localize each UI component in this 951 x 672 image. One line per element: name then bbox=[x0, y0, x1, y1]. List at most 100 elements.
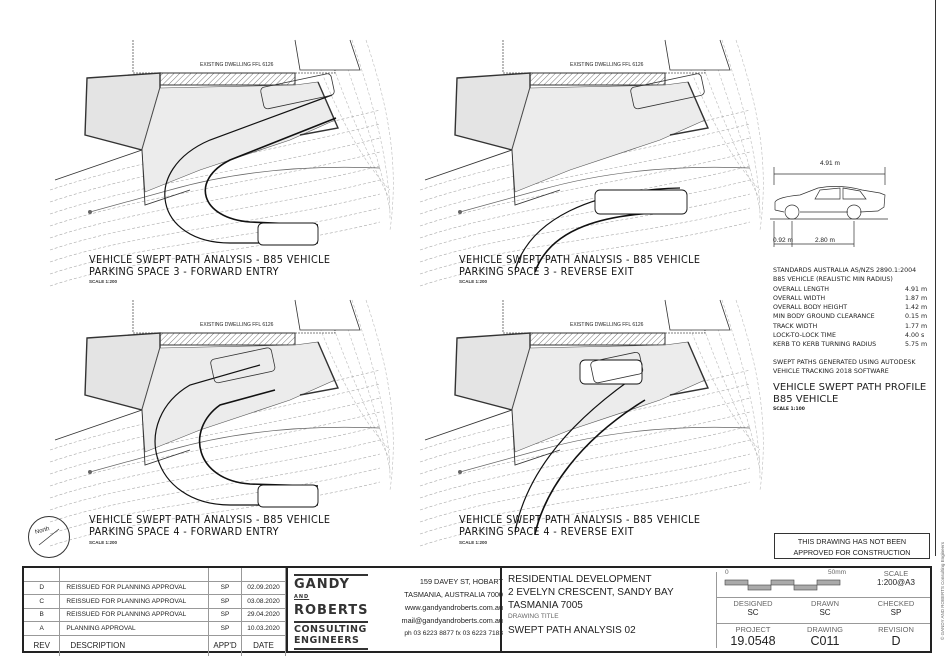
contour-line bbox=[721, 299, 761, 481]
spec-value: 1.87 m bbox=[905, 294, 928, 302]
project-line2: 2 EVELYN CRESCENT, SANDY BAY bbox=[508, 587, 674, 598]
vehicle-profile-drawing bbox=[770, 167, 888, 247]
profile-title-1: VEHICLE SWEPT PATH PROFILE bbox=[773, 382, 927, 394]
deck-hatched bbox=[529, 72, 666, 86]
revision-date: 02.09.2020 bbox=[241, 581, 286, 595]
panel-title-4b: PARKING SPACE 4 - REVERSE EXIT bbox=[459, 526, 635, 538]
logo-sub2: ENGINEERS bbox=[294, 635, 360, 646]
parked-vehicle bbox=[630, 73, 705, 110]
building-label-2: EXISTING DWELLING FFL 6126 bbox=[570, 62, 644, 68]
revision-approved-by: SP bbox=[208, 621, 242, 636]
revision-approved-by: SP bbox=[208, 594, 242, 609]
phone-fax: ph 03 6223 8877 fx 03 6223 7183 bbox=[404, 630, 503, 637]
panel-title-1b: PARKING SPACE 3 - FORWARD ENTRY bbox=[89, 266, 279, 278]
checked-label: CHECKED bbox=[877, 599, 915, 608]
profile-scale: SCALE 1:100 bbox=[773, 407, 805, 413]
rev-header: REV bbox=[24, 635, 61, 656]
site-plan-panel-2 bbox=[419, 39, 764, 287]
vehicle-type: B85 VEHICLE (REALISTIC MIN RADIUS) bbox=[773, 276, 893, 284]
spec-label: OVERALL WIDTH bbox=[773, 294, 826, 302]
contour-line bbox=[49, 221, 381, 287]
project-number: 19.0548 bbox=[730, 634, 776, 648]
contour-line bbox=[49, 369, 381, 451]
vehicle-spec-block: STANDARDS AUSTRALIA AS/NZS 2890.1:2004 B… bbox=[773, 266, 933, 413]
revision-date: 29.04.2020 bbox=[241, 608, 286, 622]
contour-line bbox=[419, 439, 751, 511]
contour-line bbox=[721, 39, 761, 221]
survey-point bbox=[88, 470, 92, 474]
car-body bbox=[774, 186, 886, 213]
drawing-label: DRAWING bbox=[807, 625, 843, 634]
contour-line bbox=[419, 137, 751, 215]
company-address: 159 DAVEY ST, HOBART TASMANIA, AUSTRALIA… bbox=[371, 575, 503, 640]
road-edge-line bbox=[89, 426, 381, 473]
site-plans bbox=[49, 39, 764, 547]
contour-line bbox=[351, 39, 391, 221]
building-wing bbox=[294, 39, 361, 71]
revision-value: D bbox=[891, 634, 901, 648]
address-line1: 159 DAVEY ST, HOBART bbox=[419, 577, 503, 586]
building-wing bbox=[294, 299, 361, 331]
panel-title-3b: PARKING SPACE 4 - FORWARD ENTRY bbox=[89, 526, 279, 538]
contour-line bbox=[49, 397, 381, 475]
designed-label: DESIGNED bbox=[733, 599, 773, 608]
checked-value: SP bbox=[890, 608, 902, 617]
revision-code: A bbox=[24, 621, 61, 636]
spec-row: OVERALL WIDTH 1.87 m bbox=[773, 294, 933, 303]
revision-description: REISSUED FOR PLANNING APPROVAL bbox=[59, 581, 210, 595]
parked-vehicle bbox=[210, 347, 276, 384]
contour-line bbox=[419, 467, 751, 535]
approval-note-line1: THIS DRAWING HAS NOT BEEN bbox=[797, 537, 907, 546]
building-label-3: EXISTING DWELLING FFL 6126 bbox=[200, 322, 274, 328]
deck-hatched bbox=[529, 332, 666, 346]
drawn-value: SC bbox=[819, 608, 831, 617]
boundary-line bbox=[54, 149, 191, 206]
project-info: RESIDENTIAL DEVELOPMENT 2 EVELYN CRESCEN… bbox=[508, 573, 674, 637]
retaining-wall bbox=[669, 341, 709, 396]
spec-label: KERB TO KERB TURNING RADIUS bbox=[773, 341, 877, 349]
car-windows bbox=[814, 187, 867, 200]
revision-code: C bbox=[24, 594, 61, 609]
revision-description: REISSUED FOR PLANNING APPROVAL bbox=[59, 594, 210, 609]
contour-line bbox=[419, 207, 751, 275]
swept-path-outer bbox=[154, 364, 318, 506]
contour-line bbox=[735, 299, 764, 491]
contour-line bbox=[49, 439, 381, 511]
revision-description: REISSUED FOR PLANNING APPROVAL bbox=[59, 608, 210, 622]
spec-value: 4.00 s bbox=[905, 332, 925, 340]
contour-line bbox=[49, 207, 381, 275]
logo-sub1: CONSULTING bbox=[294, 624, 367, 635]
vehicle-outline bbox=[257, 484, 319, 508]
revision-description: PLANNING APPROVAL bbox=[59, 621, 210, 636]
scale-bar bbox=[724, 579, 841, 591]
panel-title-4a: VEHICLE SWEPT PATH ANALYSIS - B85 VEHICL… bbox=[459, 514, 701, 526]
drawing-number: C011 bbox=[810, 634, 840, 648]
parked-vehicle bbox=[260, 73, 335, 110]
contour-line bbox=[49, 383, 381, 463]
deck-hatched bbox=[159, 72, 296, 86]
contour-line bbox=[49, 179, 381, 251]
site-plan-panel-1 bbox=[49, 39, 394, 287]
scale-bar-start: 0 bbox=[725, 569, 729, 576]
vehicle-outline bbox=[257, 222, 319, 246]
spec-label: OVERALL LENGTH bbox=[773, 285, 830, 293]
panel-scale-4: SCALE 1:200 bbox=[459, 540, 488, 545]
email-link[interactable]: mail@gandyandroberts.com.au bbox=[401, 616, 503, 625]
survey-point bbox=[458, 470, 462, 474]
road-edge-line bbox=[459, 426, 751, 473]
panel-title-3a: VEHICLE SWEPT PATH ANALYSIS - B85 VEHICL… bbox=[89, 514, 331, 526]
driveway-area bbox=[141, 341, 336, 453]
contour-line bbox=[419, 425, 751, 499]
revision-date: 03.08.2020 bbox=[241, 594, 286, 609]
project-label: PROJECT bbox=[735, 625, 771, 634]
website-link[interactable]: www.gandyandroberts.com.au bbox=[404, 603, 503, 612]
drawn-label: DRAWN bbox=[810, 599, 840, 608]
logo-name2: ROBERTS bbox=[294, 603, 369, 618]
